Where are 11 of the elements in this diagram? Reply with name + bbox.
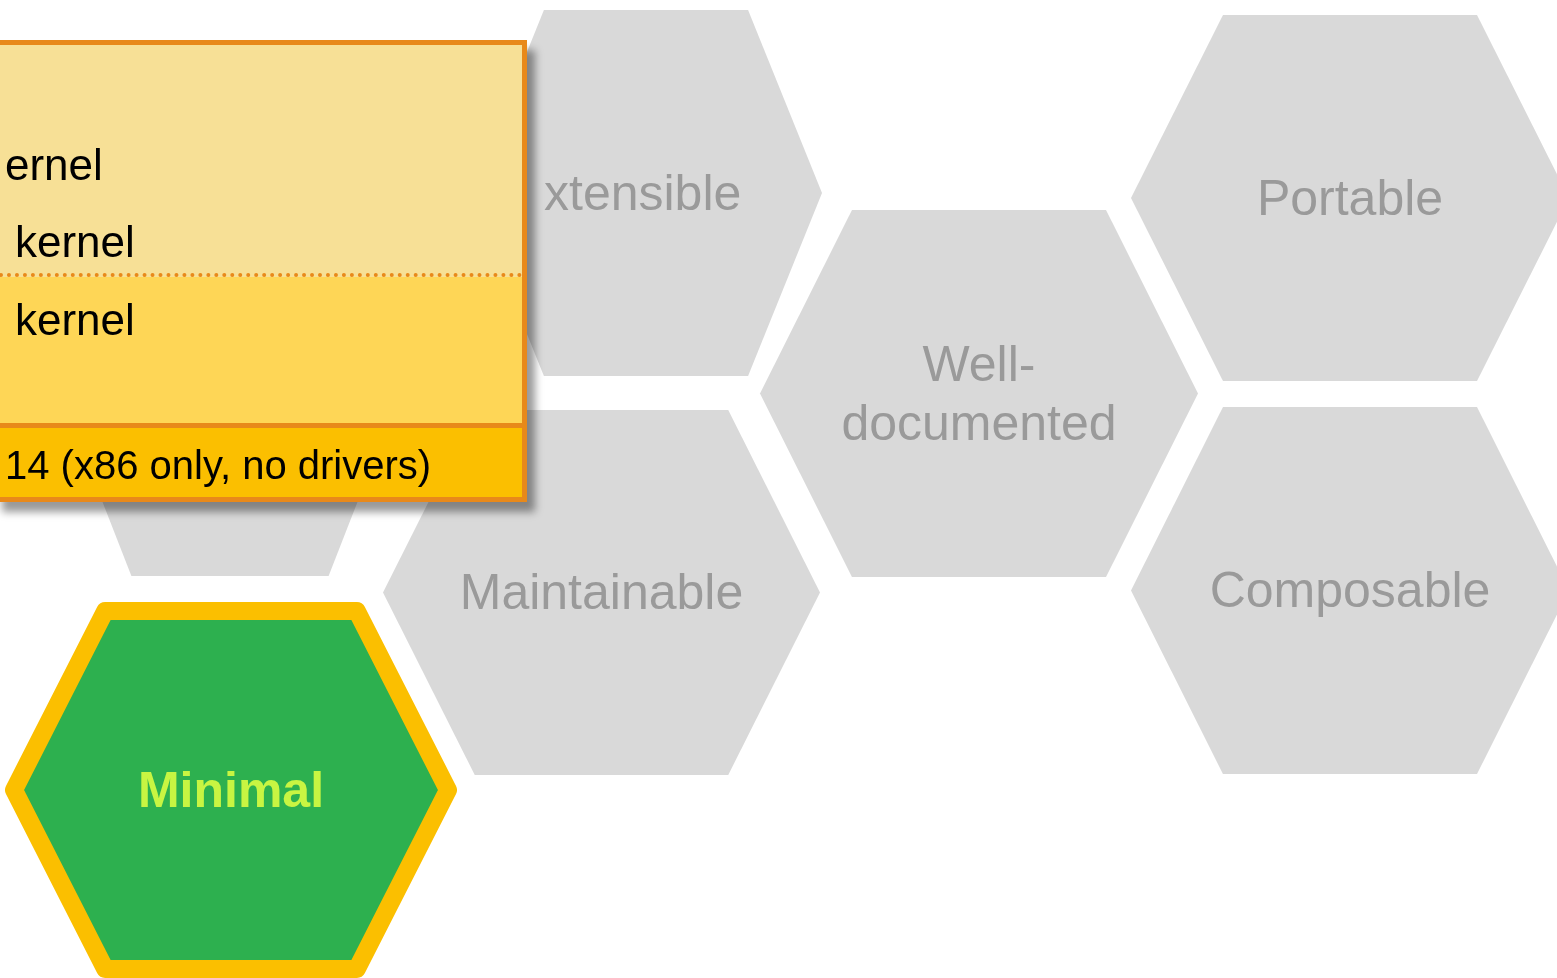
card-text: kernel (15, 296, 135, 345)
hexagon-label: Portable (1256, 168, 1444, 228)
hexagon-label: Well-documented (840, 335, 1118, 452)
hexagon-label: xtensible (544, 163, 742, 223)
info-card (0, 40, 527, 502)
card-text: kernel (15, 218, 135, 267)
card-text: ernel (5, 141, 103, 190)
hexagon-label: Minimal (137, 760, 325, 820)
hexagon-label: Composable (1209, 561, 1491, 620)
hexagon-label: Maintainable (459, 563, 744, 622)
card-text: 14 (x86 only, no drivers) (5, 443, 432, 487)
